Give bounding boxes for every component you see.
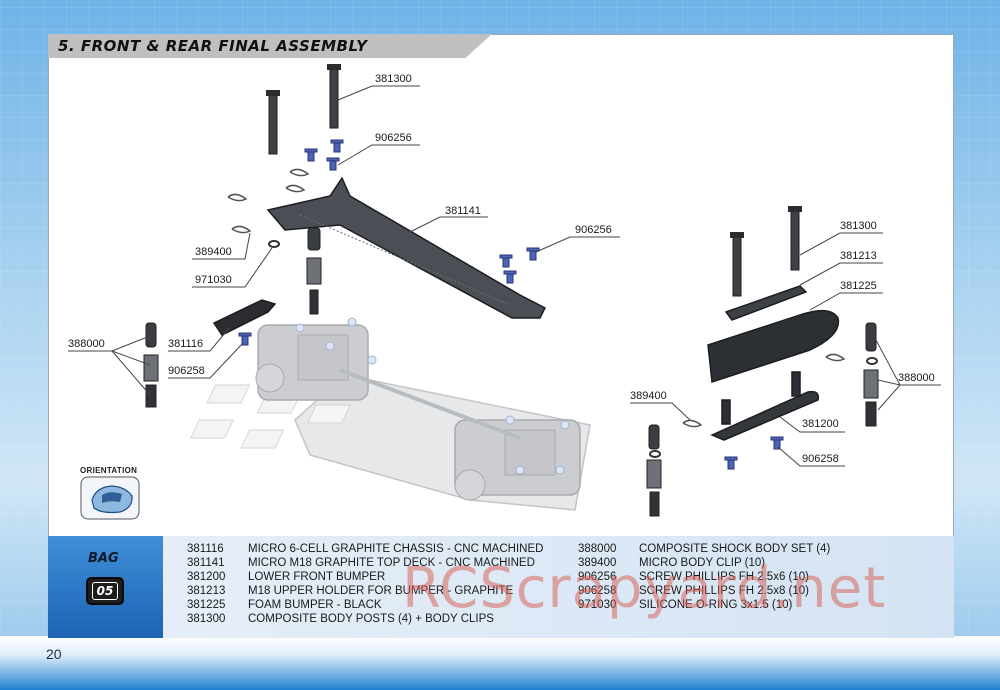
part-row: 389400 MICRO BODY CLIP (10) [578,556,830,570]
section-title: 5. FRONT & REAR FINAL ASSEMBLY [58,37,368,55]
page-number: 20 [46,646,62,662]
watermark: RCScrapyard.net [402,556,887,621]
part-description: SCREW PHILLIPS FH 2.5x6 (10) [639,571,809,584]
part-number: 381200 [187,571,226,584]
part-row: 381141 MICRO M18 GRAPHITE TOP DECK - CNC … [187,556,543,570]
part-row: 906256 SCREW PHILLIPS FH 2.5x6 (10) [578,570,830,584]
callout-c2: 906256 [375,132,412,144]
part-description: MICRO M18 GRAPHITE TOP DECK - CNC MACHIN… [248,557,535,570]
part-description: M18 UPPER HOLDER FOR BUMPER - GRAPHITE [248,585,514,598]
part-number: 381213 [187,585,226,598]
part-number: 906256 [578,571,617,584]
part-description: COMPOSITE BODY POSTS (4) + BODY CLIPS [248,613,494,626]
part-number: 381141 [187,557,225,570]
leader-lines [68,85,941,467]
bottom-band [0,636,1000,690]
part-number: 906258 [578,585,617,598]
callout-c8: 381116 [168,338,203,350]
callout-c14: 388000 [898,372,935,384]
callout-c11: 381213 [840,250,877,262]
part-row: 381300 COMPOSITE BODY POSTS (4) + BODY CL… [187,612,543,626]
callout-c9: 906258 [168,365,205,377]
o-rings [268,240,878,458]
body-posts [266,64,802,297]
front-bumper-parts [212,285,840,441]
callout-c13: 389400 [630,390,667,402]
orientation-label: ORIENTATION [80,466,138,475]
part-row: 971030 SILICONE O-RING 3x1.5 (10) [578,598,830,612]
part-number: 381225 [187,599,226,612]
top-deck-part [266,176,547,319]
orientation-car-icon [80,476,140,520]
bag-number-box: 05 [86,577,124,605]
part-number: 381300 [187,613,226,626]
part-row: 388000 COMPOSITE SHOCK BODY SET (4) [578,542,830,556]
bag-label: BAG [88,551,119,566]
callout-c15: 381200 [802,418,839,430]
part-number: 388000 [578,543,617,555]
part-row: 381213 M18 UPPER HOLDER FOR BUMPER - GRAP… [187,584,543,598]
callout-c7: 388000 [68,338,105,350]
part-description: MICRO 6-CELL GRAPHITE CHASSIS - CNC MACH… [248,543,544,555]
part-description: LOWER FRONT BUMPER [248,571,386,584]
callout-c6: 971030 [195,274,232,286]
part-description: COMPOSITE SHOCK BODY SET (4) [639,543,831,555]
part-row: 381225 FOAM BUMPER - BLACK [187,598,543,612]
bag-number: 05 [91,582,119,600]
callout-c4: 906256 [575,224,612,236]
part-description: SILICONE O-RING 3x1.5 (10) [639,599,793,612]
shock-bodies [143,227,879,517]
title-bar [48,34,492,58]
parts-list-left: 381116 MICRO 6-CELL GRAPHITE CHASSIS - CN… [187,542,543,627]
callout-c3: 381141 [445,205,481,217]
callout-c16: 906258 [802,453,839,465]
part-number: 971030 [578,599,617,612]
callout-c1: 381300 [375,73,412,85]
callout-c5: 389400 [195,246,232,258]
callout-c12: 381225 [840,280,877,292]
callout-labels: 381300 906256 381141 906256 389400 97103… [68,73,935,465]
part-row: 381200 LOWER FRONT BUMPER [187,570,543,584]
chassis-assembly-illustration [190,317,591,511]
part-number: 389400 [578,557,617,570]
body-clips [227,168,846,428]
part-row: 906258 SCREW PHILLIPS FH 2.5x8 (10) [578,584,830,598]
part-description: SCREW PHILLIPS FH 2.5x8 (10) [639,585,809,598]
callout-c10: 381300 [840,220,877,232]
parts-list-right: 388000 COMPOSITE SHOCK BODY SET (4) 38940… [578,542,830,612]
part-row: 381116 MICRO 6-CELL GRAPHITE CHASSIS - CN… [187,542,543,556]
part-description: MICRO BODY CLIP (10) [639,557,766,570]
part-number: 381116 [187,543,224,555]
part-description: FOAM BUMPER - BLACK [248,599,382,612]
parts-list-panel [163,536,954,638]
screws [238,139,784,470]
